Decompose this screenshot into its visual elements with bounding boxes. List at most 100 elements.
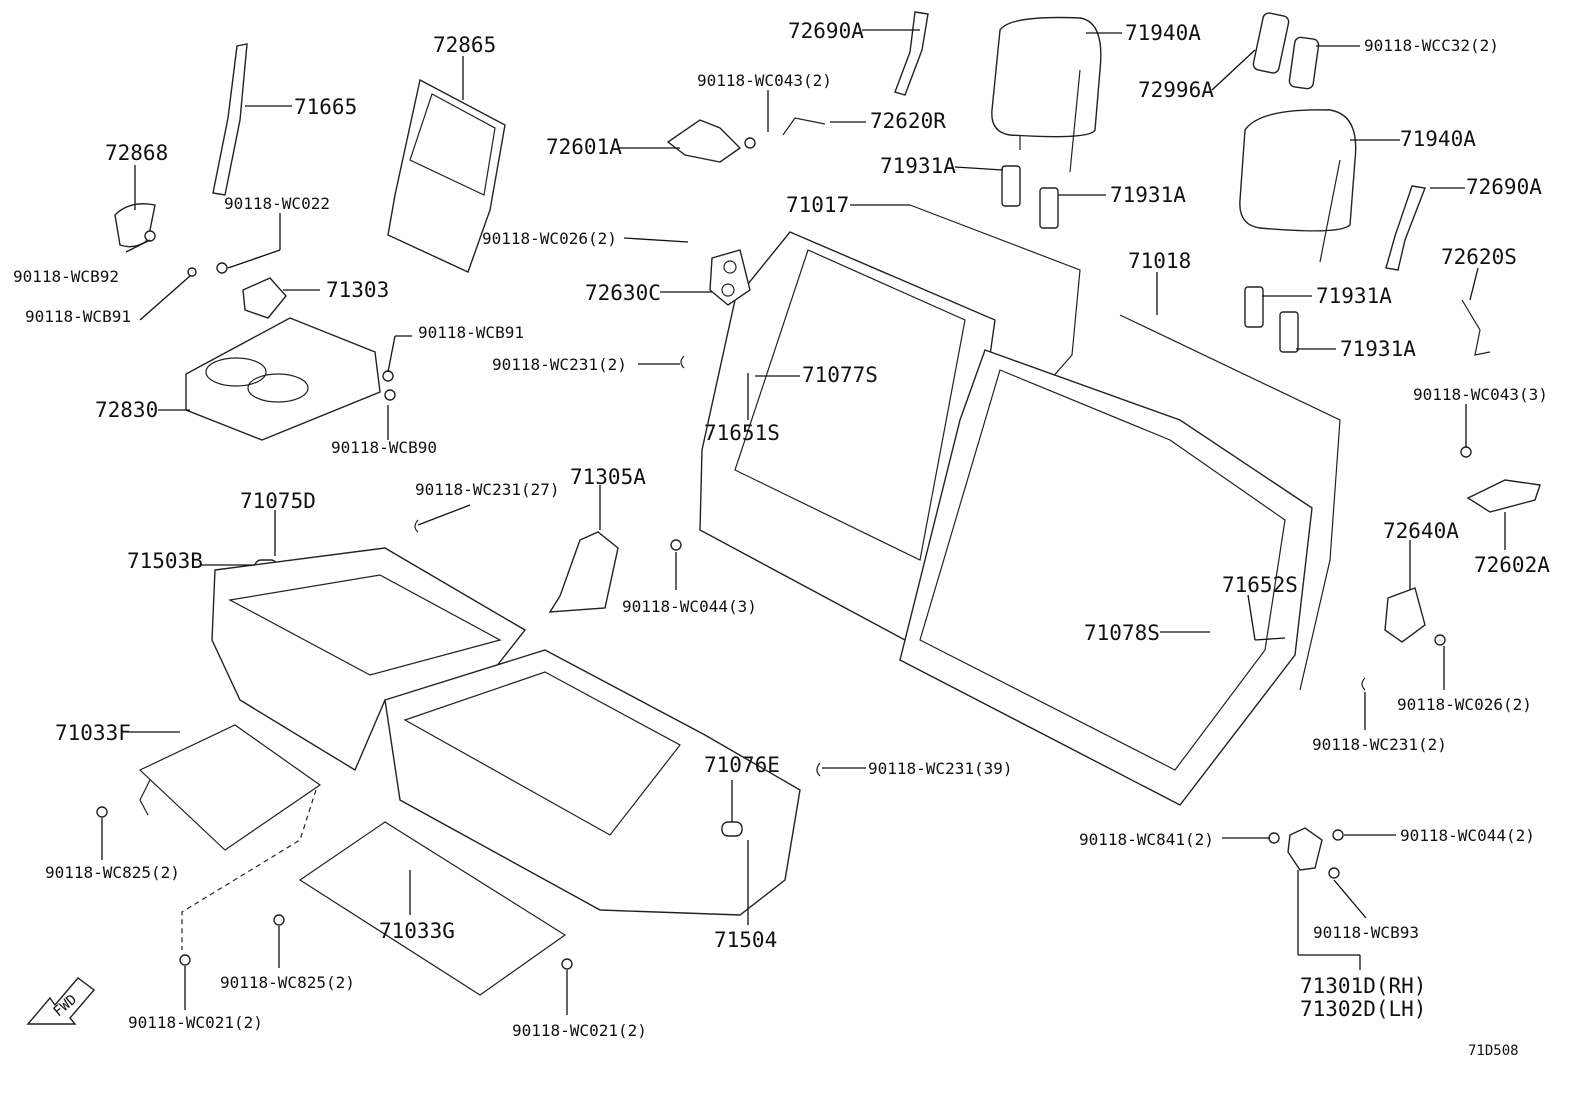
bolt-90118-WC021-right xyxy=(561,958,573,970)
label-71033F: 71033F xyxy=(55,721,131,745)
label-90118-WCB91-left: 90118-WCB91 xyxy=(25,307,131,326)
c-clip-WC231-top xyxy=(680,355,685,369)
clip-90118-WCB90 xyxy=(384,389,396,401)
clip-71076E xyxy=(721,821,743,837)
label-90118-WC043-2: 90118-WC043(2) xyxy=(697,71,832,90)
label-71931A-4: 71931A xyxy=(1340,337,1416,361)
label-71503B: 71503B xyxy=(127,549,203,573)
label-72640A: 72640A xyxy=(1383,519,1459,543)
bolt-90118-WC841 xyxy=(1268,832,1280,844)
panel-72865 xyxy=(387,78,506,273)
label-71301D-RH: 71301D(RH) xyxy=(1300,974,1426,998)
label-72865: 72865 xyxy=(433,33,496,57)
nut-90118-WCB93 xyxy=(1328,867,1340,879)
armrest-strap-top xyxy=(894,11,929,96)
bolt-90118-WC021-left xyxy=(179,954,191,966)
latch-cover-72996A xyxy=(1252,12,1290,74)
label-72830: 72830 xyxy=(95,398,158,422)
c-clip-WC231-27 xyxy=(414,519,419,533)
label-90118-WC043-3: 90118-WC043(3) xyxy=(1413,385,1548,404)
hinge-72601A xyxy=(666,119,742,163)
armrest-strap-right xyxy=(1385,185,1426,271)
label-90118-WC231-2-top: 90118-WC231(2) xyxy=(492,355,627,374)
cup-holder-72830 xyxy=(185,317,381,441)
label-71302D-LH: 71302D(LH) xyxy=(1300,997,1426,1021)
wire-72620S xyxy=(1461,299,1491,356)
label-71075D: 71075D xyxy=(240,489,316,513)
headrest-top-stay-right xyxy=(1069,69,1081,173)
label-71305A: 71305A xyxy=(570,465,646,489)
trim-strip-71665 xyxy=(212,43,248,196)
seatback-71018 xyxy=(899,349,1313,806)
hinge-72602A xyxy=(1466,479,1541,513)
label-72620S: 72620S xyxy=(1441,245,1517,269)
seatback-frame-71017 xyxy=(909,204,1081,381)
headrest-mid-stay xyxy=(1319,159,1341,263)
label-90118-WC026-2-top: 90118-WC026(2) xyxy=(482,229,617,248)
bolt-90118-WC044-2 xyxy=(1332,829,1344,841)
bolt-90118-WC043-3 xyxy=(1460,446,1472,458)
label-72601A: 72601A xyxy=(546,135,622,159)
label-90118-WC825-2-mid: 90118-WC825(2) xyxy=(220,973,355,992)
bracket-71301D xyxy=(1287,827,1323,871)
seat-cushion-71075D-stitch xyxy=(228,574,502,676)
label-71665: 71665 xyxy=(294,95,357,119)
label-90118-WCB90: 90118-WCB90 xyxy=(331,438,437,457)
clip-90118-WCB91-left xyxy=(187,267,197,277)
bracket-71303 xyxy=(242,277,287,319)
headrest-mid xyxy=(1239,109,1357,232)
label-71076E: 71076E xyxy=(704,753,780,777)
clip-90118-WCB92 xyxy=(144,230,156,242)
label-71078S: 71078S xyxy=(1084,621,1160,645)
c-clip-WC231-39 xyxy=(816,762,821,777)
label-90118-WC044-3: 90118-WC044(3) xyxy=(622,597,757,616)
label-71931A-1: 71931A xyxy=(880,154,956,178)
seatback-frame-71018 xyxy=(1119,314,1341,691)
bolt-90118-WC825-left xyxy=(96,806,108,818)
label-71033G: 71033G xyxy=(379,919,455,943)
label-72996A: 72996A xyxy=(1138,78,1214,102)
cup-holder-ring-1 xyxy=(205,357,267,387)
label-71303: 71303 xyxy=(326,278,389,302)
label-90118-WC026-2-right: 90118-WC026(2) xyxy=(1397,695,1532,714)
lock-72630C xyxy=(709,249,751,306)
frame-71033G xyxy=(298,821,567,996)
label-71017: 71017 xyxy=(786,193,849,217)
label-90118-WC825-2-left: 90118-WC825(2) xyxy=(45,863,180,882)
screw-90118-WC022 xyxy=(216,262,228,274)
label-71077S: 71077S xyxy=(802,363,878,387)
fwd-arrow: FWD xyxy=(26,977,96,1025)
label-90118-WCC32: 90118-WCC32(2) xyxy=(1364,36,1499,55)
label-71504: 71504 xyxy=(714,928,777,952)
panel-72865-inner xyxy=(409,93,496,196)
label-90118-WC231-2-right: 90118-WC231(2) xyxy=(1312,735,1447,754)
label-90118-WC022: 90118-WC022 xyxy=(224,194,330,213)
seat-cushion-71076E-stitch xyxy=(403,671,681,836)
guide-71931A-2 xyxy=(1039,187,1059,229)
diagram-code: 71D508 xyxy=(1468,1043,1519,1059)
label-71018: 71018 xyxy=(1128,249,1191,273)
screw-90118-WC026-right xyxy=(1434,634,1446,646)
lock-72630C-hole-1 xyxy=(723,260,737,274)
label-72690A-top: 72690A xyxy=(788,19,864,43)
wire-72620R xyxy=(782,117,826,136)
clip-90118-WCB91-right xyxy=(382,370,394,382)
label-90118-WC231-39: 90118-WC231(39) xyxy=(868,759,1013,778)
guide-dash-71033F xyxy=(181,789,317,950)
label-72620R: 72620R xyxy=(870,109,946,133)
label-71651S: 71651S xyxy=(704,421,780,445)
bolt-90118-WC044-3 xyxy=(670,539,682,551)
label-90118-WCB93: 90118-WCB93 xyxy=(1313,923,1419,942)
guide-71931A-4 xyxy=(1279,311,1299,353)
label-90118-WC841-2: 90118-WC841(2) xyxy=(1079,830,1214,849)
label-72868: 72868 xyxy=(105,141,168,165)
label-71940A-top: 71940A xyxy=(1125,21,1201,45)
label-72602A: 72602A xyxy=(1474,553,1550,577)
guide-71931A-1 xyxy=(1001,165,1021,207)
lock-72640A xyxy=(1384,587,1426,643)
label-90118-WC021-2-left: 90118-WC021(2) xyxy=(128,1013,263,1032)
label-72630C: 72630C xyxy=(585,281,661,305)
label-90118-WCB91-right: 90118-WCB91 xyxy=(418,323,524,342)
part-labels: 72690A 71940A 90118-WCC32(2) 72996A 7286… xyxy=(13,19,1550,1059)
headrest-top xyxy=(991,16,1102,138)
